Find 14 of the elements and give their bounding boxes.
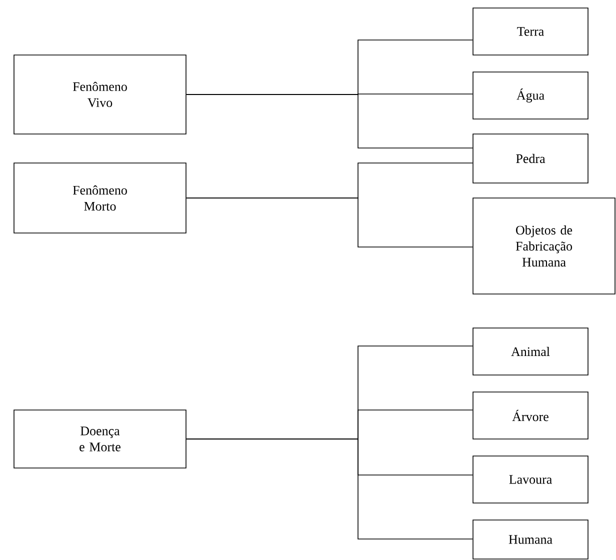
text-box: Doença e Morte bbox=[14, 410, 186, 468]
text-box: Objetos de Fabricação Humana bbox=[472, 198, 616, 294]
text-box: Pedra bbox=[472, 134, 588, 184]
connector-line bbox=[186, 438, 473, 540]
text-box: Terra bbox=[472, 8, 588, 56]
text-box: Água bbox=[472, 72, 588, 120]
connector-line bbox=[186, 94, 473, 148]
text-box: Árvore bbox=[472, 392, 588, 440]
text-box: Fenômeno Vivo bbox=[14, 54, 186, 134]
text-box: Humana bbox=[472, 520, 588, 560]
text-box: Lavoura bbox=[472, 456, 588, 504]
connector-line bbox=[186, 198, 473, 248]
text-box: Fenômeno Morto bbox=[14, 162, 186, 234]
text-box: Animal bbox=[472, 328, 588, 376]
